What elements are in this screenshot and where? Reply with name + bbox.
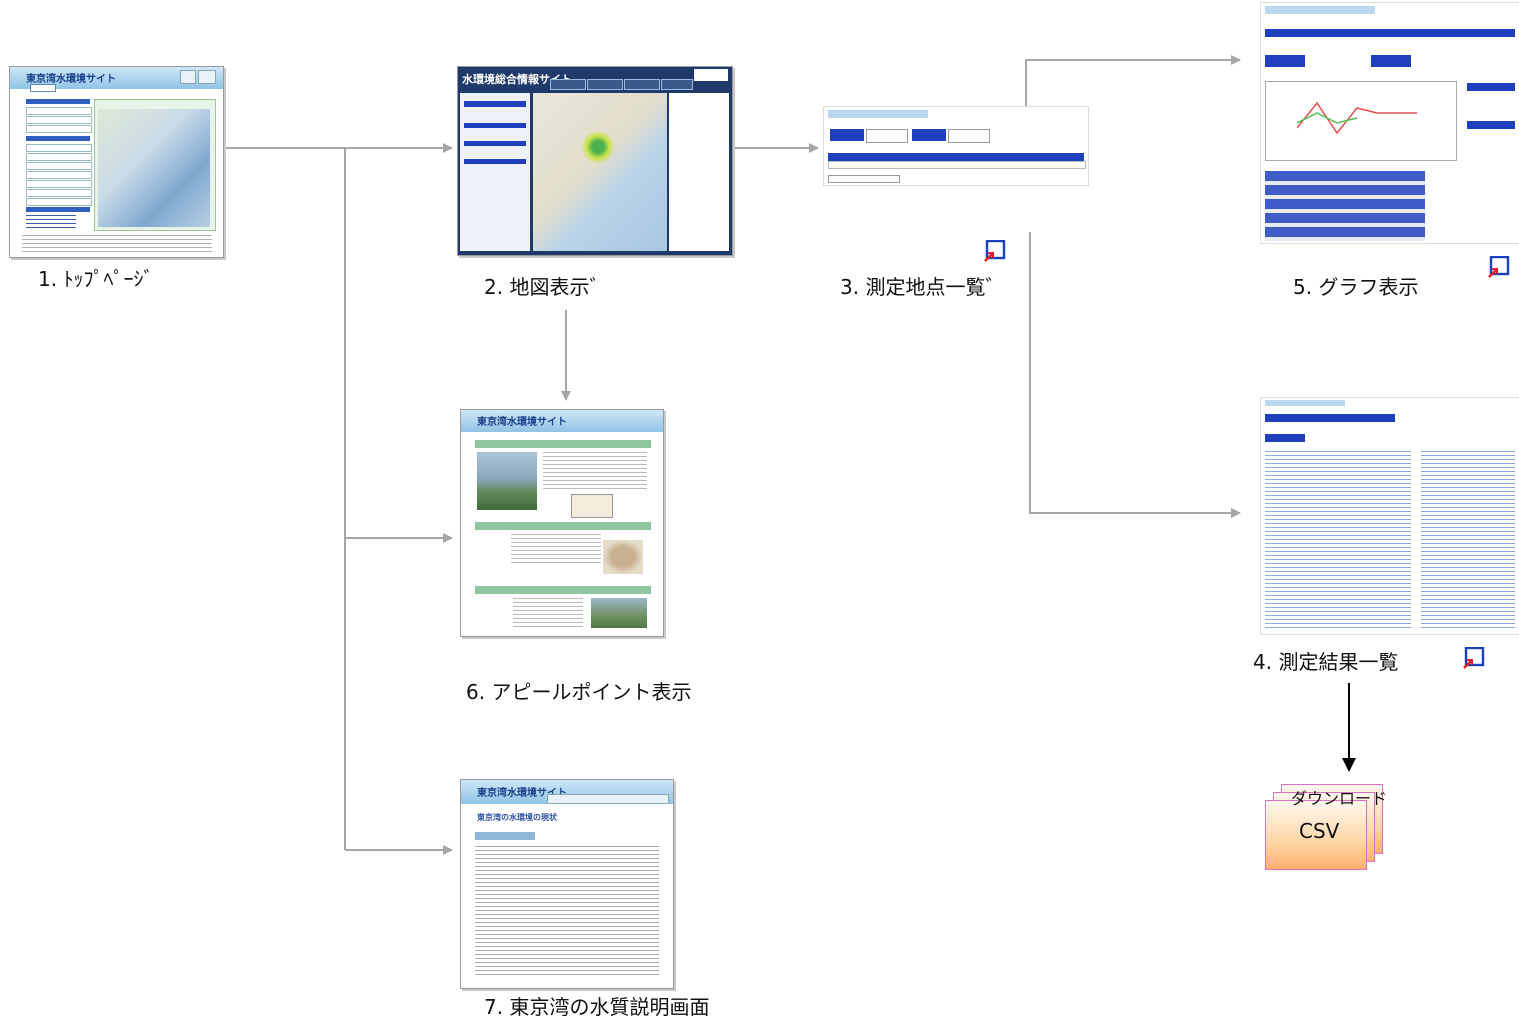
caption-point-list: 3. 測定地点一覧゛ xyxy=(840,275,1006,299)
thumb-point-list[interactable] xyxy=(823,106,1089,186)
thumb-top-title: 東京湾水環境サイト xyxy=(26,74,116,85)
download-label: ダウンロード xyxy=(1291,789,1388,808)
thumb-map[interactable]: 水環境総合情報サイト xyxy=(457,66,733,256)
caption-appeal-point: 6. アピールポイント表示 xyxy=(466,680,692,704)
thumb-explain-title: 東京湾水環境サイト xyxy=(477,788,567,799)
caption-top-page: 1. ﾄｯﾌﾟﾍﾟｰｼﾞ xyxy=(38,267,154,291)
external-window-icon-results xyxy=(1463,647,1485,669)
thumb-water-quality-explanation[interactable]: 東京湾水環境サイト 東京湾の水環境の現状 xyxy=(460,779,674,989)
external-window-icon-graph xyxy=(1488,256,1510,278)
caption-water-quality-explanation: 7. 東京湾の水質説明画面 xyxy=(484,995,710,1019)
thumb-graph[interactable] xyxy=(1260,2,1519,244)
arrow-points-to-results xyxy=(1029,232,1241,518)
caption-graph: 5. グラフ表示 xyxy=(1293,275,1419,299)
csv-page-front xyxy=(1265,800,1367,870)
thumb-map-title: 水環境総合情報サイト xyxy=(462,73,572,86)
thumb-result-list[interactable] xyxy=(1260,397,1519,635)
thumb-appeal-title: 東京湾水環境サイト xyxy=(477,417,567,428)
caption-result-list: 4. 測定結果一覧 xyxy=(1253,650,1399,674)
csv-label: CSV xyxy=(1299,819,1340,843)
arrow-points-to-graph xyxy=(1025,55,1241,108)
thumb-explain-heading: 東京湾の水環境の現状 xyxy=(477,813,557,822)
external-window-icon xyxy=(984,240,1006,262)
thumb-top-page[interactable]: 東京湾水環境サイト xyxy=(9,66,224,258)
csv-download-document[interactable]: ダウンロード CSV xyxy=(1265,780,1400,880)
thumb-appeal-point[interactable]: 東京湾水環境サイト xyxy=(460,409,664,637)
caption-map: 2. 地図表示゛ xyxy=(484,275,610,299)
